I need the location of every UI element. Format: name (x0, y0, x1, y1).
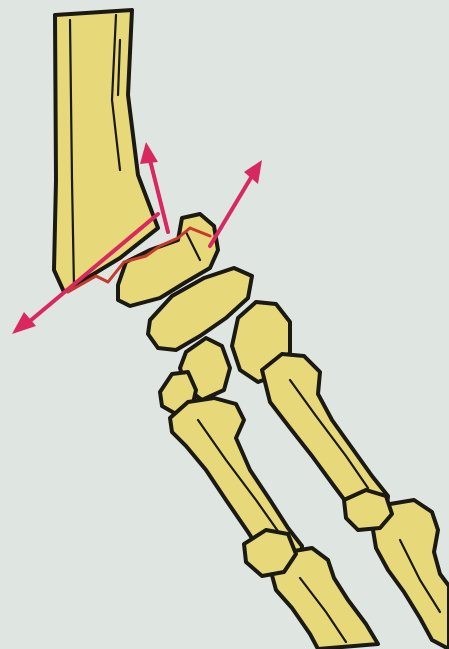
arrow-upper-right (210, 160, 262, 246)
radius-shaft (54, 10, 158, 292)
joint-cap-2 (344, 490, 392, 530)
joint-cap-1 (244, 530, 296, 576)
